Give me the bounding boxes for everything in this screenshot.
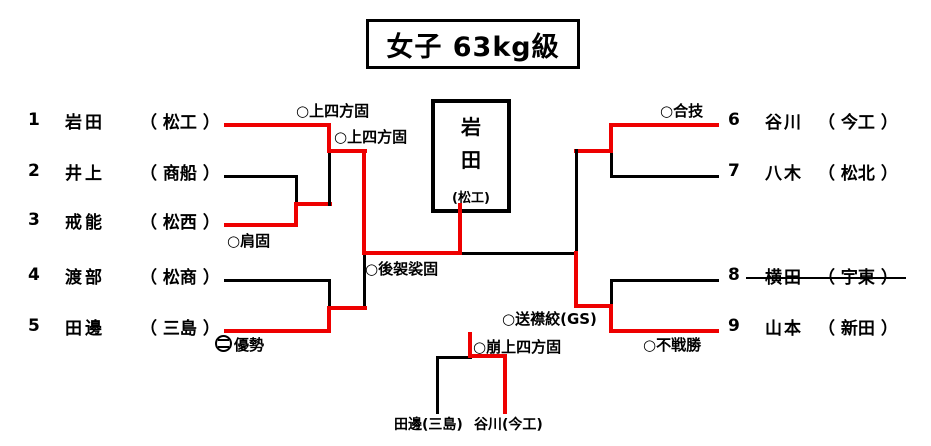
competitor-row-5: 5 田邊 （ 三島 ） [28,315,222,339]
champion-school: (松工) [452,191,490,206]
seed-number: 9 [728,316,740,336]
champion-box: 岩 田 (松工) [431,99,511,213]
line-sf-right-join-lower-winner [574,251,578,308]
competitor-name: 横田 [765,267,803,288]
competitor-name: 井上 [65,163,105,184]
line-row3-winner [224,223,298,227]
page-title: 女子 63kg級 [386,31,560,63]
line-match2-join-lower [328,150,331,206]
competitor-row-8-withdrawn: 8 横田 （ 宇東 ） [728,264,908,288]
competitor-name: 八木 [765,163,803,184]
line-qf3-exit-winner [574,304,613,308]
line-qf2-exit-winner [574,149,613,153]
line-row1-winner [224,123,331,127]
line-sf-right-join-upper [575,149,578,254]
line-third-place-left [436,356,439,414]
seed-number: 2 [28,161,40,181]
competitor-row-3: 3 戒能 （ 松西 ） [28,209,222,233]
line-sf-left-join-lower [363,253,366,310]
line-row2 [224,175,298,178]
title-box: 女子 63kg級 [366,19,580,69]
technique-label: ○合技 [660,102,704,120]
line-third-place-top-left [436,356,472,359]
technique-label: ○上四方固 [334,128,408,146]
seed-number: 3 [28,210,40,230]
technique-label: ○崩上四方固 [473,338,562,356]
line-qf45-join-lower-winner [327,306,331,333]
technique-label: ○肩固 [227,232,271,250]
line-qf2-join-lower [610,150,613,178]
line-sf-left-join-upper-winner [362,149,366,255]
seed-number: 6 [728,110,740,130]
line-row6-winner [609,123,719,127]
competitor-row-9: 9 山本 （ 新田 ） [728,315,908,339]
technique-label: ○不戦勝 [643,336,702,354]
line-qf1-exit-winner [294,202,332,206]
line-third-place-right-winner [503,354,507,414]
competitor-row-1: 1 岩田 （ 松工 ） [28,109,222,133]
withdrawal-strikethrough-line [746,277,906,279]
seed-number: 4 [28,265,40,285]
line-champion-connector-winner [458,203,462,255]
technique-label: 優勢 [234,336,265,354]
line-row4 [224,279,331,282]
line-row9-winner [609,329,719,333]
competitor-name: 田邊 [65,318,105,339]
competitor-school: （ 松北 ） [818,163,898,184]
champion-name-char: 田 [461,148,481,172]
competitor-school: （ 新田 ） [818,318,898,339]
competitor-school: （ 今工 ） [818,112,898,133]
line-qf2-join-upper-winner [609,123,613,153]
line-row7 [611,175,719,178]
competitor-name: 岩田 [65,112,105,133]
line-qf1-join-lower-winner [294,202,298,227]
technique-label-yusei: 優勢 [215,334,264,355]
line-match2-exit-winner [327,149,367,153]
line-qf45-join-upper [328,279,331,309]
competitor-school: （ 三島 ） [140,318,220,339]
competitor-school: （ 松西 ） [140,212,220,233]
competitor-row-6: 6 谷川 （ 今工 ） [728,109,908,133]
competitor-name: 谷川 [765,112,803,133]
technique-label: ○上四方固 [296,102,370,120]
technique-label: ○送襟絞(GS) [502,310,597,328]
seed-number: 7 [728,161,740,181]
line-match2-join-upper-winner [327,123,331,153]
line-row8 [611,279,719,282]
third-place-right-player: 谷川(今工) [474,417,543,433]
line-qf45-exit-winner [327,306,367,310]
seed-number: 5 [28,316,40,336]
competitor-name: 山本 [765,318,803,339]
seed-number: 1 [28,110,40,130]
competitor-row-7: 7 八木 （ 松北 ） [728,160,908,184]
competitor-school: （ 商船 ） [140,163,220,184]
competitor-school: （ 宇東 ） [818,267,898,288]
line-third-place-winner-stub [468,332,472,358]
competitor-name: 戒能 [65,212,105,233]
line-final-left-winner [362,251,462,255]
line-qf3-join-lower-winner [609,304,613,333]
competitor-school: （ 松工 ） [140,112,220,133]
seed-number: 8 [728,265,740,285]
champion-name-char: 岩 [461,115,481,139]
competitor-school: （ 松商 ） [140,267,220,288]
line-qf3-join-upper [610,279,613,307]
yusei-decision-icon [215,335,232,352]
third-place-left-player: 田邊(三島) [394,417,463,433]
line-final-right [460,252,577,255]
competitor-name: 渡部 [65,267,105,288]
competitor-row-4: 4 渡部 （ 松商 ） [28,264,222,288]
competitor-row-2: 2 井上 （ 商船 ） [28,160,222,184]
line-row5-winner [224,329,331,333]
line-third-place-top-right-winner [468,354,507,358]
technique-label: ○後袈裟固 [365,260,439,278]
line-qf1-join-upper [295,175,298,205]
